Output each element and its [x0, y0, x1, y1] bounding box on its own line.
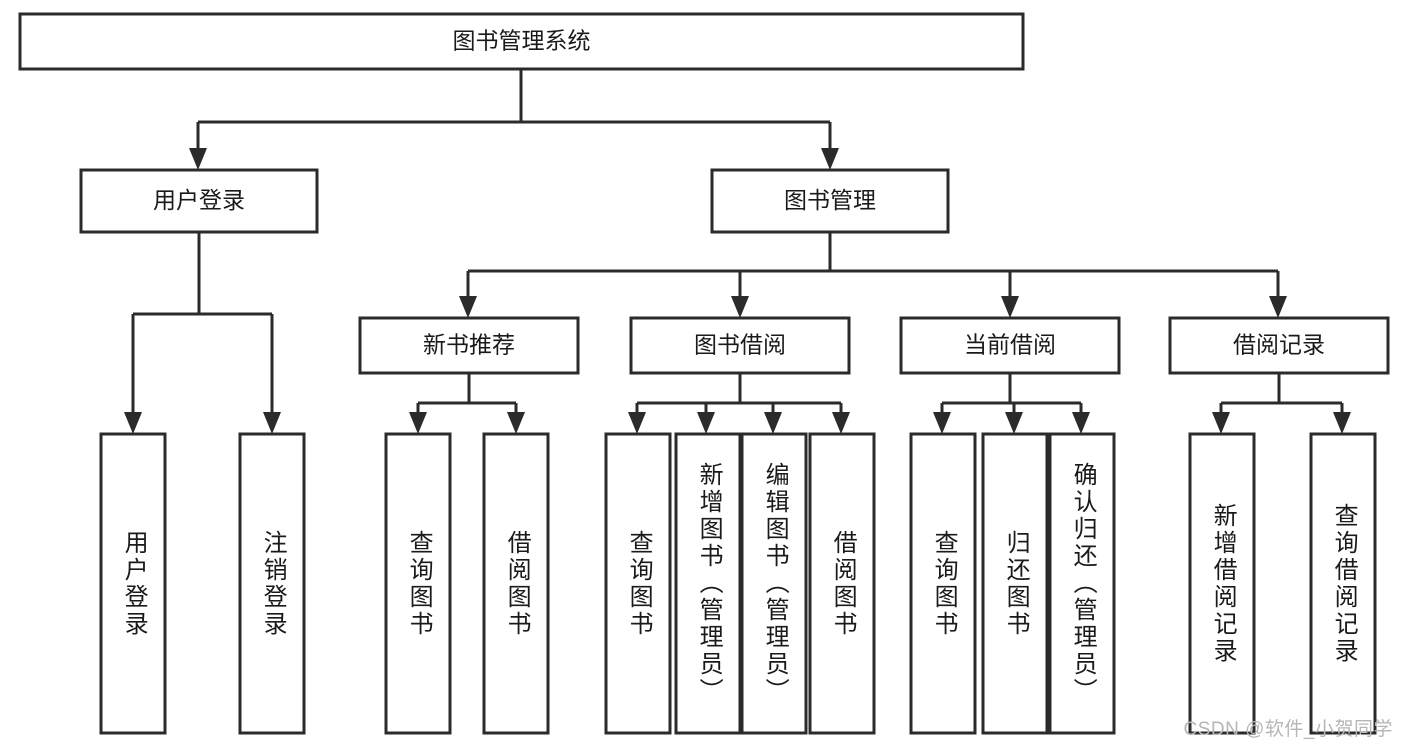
- connectors-layer: [124, 69, 1351, 434]
- arrow-head-icon: [124, 412, 142, 434]
- arrow-head-icon: [821, 148, 839, 170]
- arrow-head-icon: [459, 296, 477, 318]
- arrow-head-icon: [1001, 296, 1019, 318]
- node-box-level2-0: [79, 168, 319, 234]
- leaf-box-5: [674, 432, 742, 735]
- leaf-box-12: [1309, 432, 1377, 735]
- leaf-box-11: [1188, 432, 1256, 735]
- arrow-head-icon: [1072, 412, 1090, 434]
- arrow-head-icon: [731, 296, 749, 318]
- watermark: CSDN @软件_小贺同学: [1183, 719, 1393, 740]
- node-label-level3-0: 新书推荐: [423, 332, 515, 358]
- node-box-level3-2: [899, 316, 1121, 375]
- boxes-layer: [18, 12, 1390, 735]
- leaf-box-9: [981, 432, 1049, 735]
- node-label-level3-2: 当前借阅: [964, 332, 1056, 358]
- arrow-head-icon: [1212, 412, 1230, 434]
- leaf-box-0: [99, 432, 167, 735]
- node-label-root: 图书管理系统: [453, 28, 591, 54]
- arrow-head-icon: [832, 412, 850, 434]
- leaf-box-4: [604, 432, 672, 735]
- leaf-box-1: [238, 432, 306, 735]
- node-box-level3-3: [1168, 316, 1390, 375]
- node-label-level3-1: 图书借阅: [694, 332, 786, 358]
- node-label-level2-0: 用户登录: [153, 187, 245, 213]
- node-box-level2-1: [710, 168, 950, 234]
- arrow-head-icon: [263, 412, 281, 434]
- leaf-box-3: [482, 432, 550, 735]
- node-label-level3-3: 借阅记录: [1233, 332, 1325, 358]
- arrow-head-icon: [507, 412, 525, 434]
- arrow-head-icon: [1333, 412, 1351, 434]
- node-label-level2-1: 图书管理: [784, 187, 876, 213]
- leaf-box-2: [384, 432, 452, 735]
- arrow-head-icon: [933, 412, 951, 434]
- leaf-box-6: [740, 432, 808, 735]
- leaf-box-7: [808, 432, 876, 735]
- leaf-box-8: [909, 432, 977, 735]
- arrow-head-icon: [189, 148, 207, 170]
- node-box-root: [18, 12, 1025, 71]
- arrow-head-icon: [628, 412, 646, 434]
- arrow-head-icon: [1269, 296, 1287, 318]
- arrow-head-icon: [764, 412, 782, 434]
- arrow-head-icon: [697, 412, 715, 434]
- node-box-level3-0: [358, 316, 580, 375]
- arrow-head-icon: [1005, 412, 1023, 434]
- node-box-level3-1: [629, 316, 851, 375]
- leaf-box-10: [1048, 432, 1116, 735]
- arrow-head-icon: [409, 412, 427, 434]
